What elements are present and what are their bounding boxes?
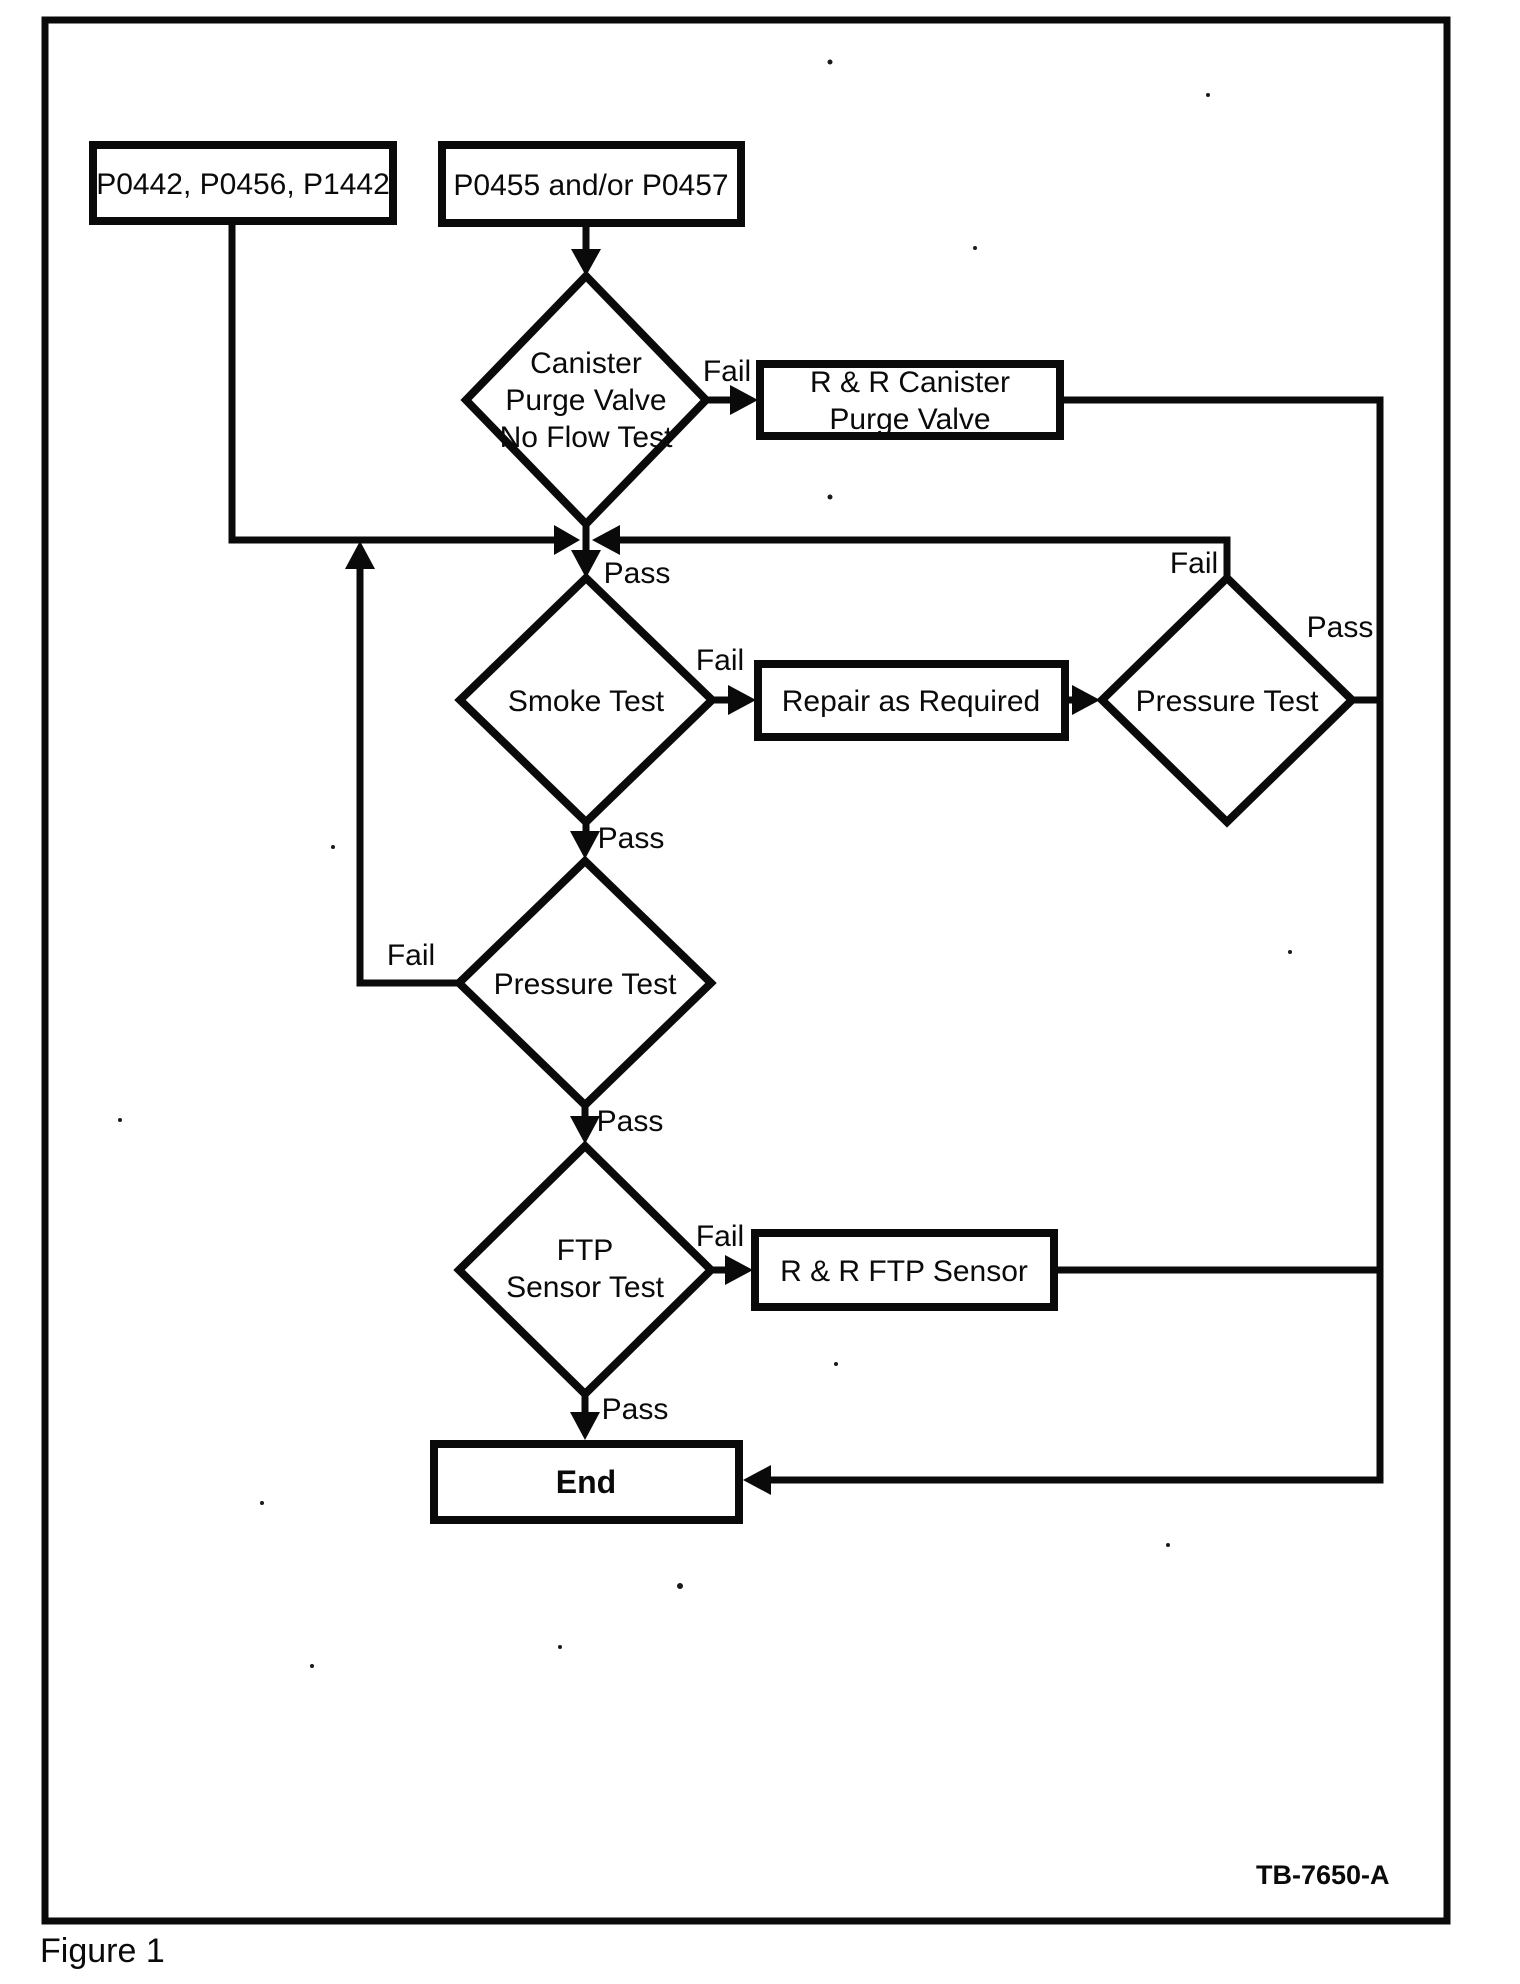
edge-label-ftp-pass: Pass (602, 1393, 669, 1426)
node-pressure-mid-label: Pressure Test (494, 968, 678, 1001)
arrowhead-junction-from-right (592, 525, 620, 555)
node-repair-label: Repair as Required (782, 685, 1040, 718)
edge-label-canister-pass: Pass (604, 557, 671, 590)
node-canister-test-label-line3: No Flow Test (500, 421, 674, 454)
arrowhead-junction-from-left (554, 525, 580, 555)
node-ftp-test-label-line2: Sensor Test (506, 1271, 665, 1304)
edge-codes-left-stem (228, 221, 554, 544)
drawing-number: TB-7650-A (1256, 1860, 1390, 1890)
arrowhead-canister-fail (730, 385, 758, 415)
node-pressure-right-diamond (1096, 572, 1358, 828)
node-smoke-test-diamond (454, 572, 718, 828)
node-codes-left-label: P0442, P0456, P1442 (96, 168, 390, 201)
arrowhead-smoke-fail (728, 685, 756, 715)
edge-label-pressure-mid-pass: Pass (597, 1105, 664, 1138)
node-rr-ftp-label: R & R FTP Sensor (780, 1255, 1028, 1288)
arrowhead-pressure-mid-fail (345, 541, 375, 569)
node-ftp-test-diamond (453, 1140, 717, 1400)
node-codes-top-label: P0455 and/or P0457 (453, 169, 728, 202)
edge-label-smoke-fail: Fail (696, 644, 744, 677)
node-smoke-test-label: Smoke Test (508, 685, 665, 718)
scan-speckles (118, 59, 1292, 1668)
arrowhead-pressure-mid-pass (570, 1116, 600, 1144)
edge-label-pressure-right-pass: Pass (1307, 611, 1374, 644)
node-rr-canister-box (756, 360, 1064, 440)
arrowhead-ftp-fail (725, 1255, 753, 1285)
edge-label-pressure-mid-fail: Fail (387, 939, 435, 972)
edge-pressure-right-fail-return (620, 536, 1231, 578)
node-codes-left-box (89, 141, 397, 225)
page-border-frame (41, 16, 1451, 1925)
node-pressure-right-label: Pressure Test (1136, 685, 1320, 718)
node-repair-box (754, 660, 1069, 741)
node-ftp-test-label-line1: FTP (557, 1234, 614, 1267)
edge-label-pressure-right-fail: Fail (1170, 547, 1218, 580)
node-end-box (430, 1440, 743, 1524)
edge-label-canister-fail: Fail (703, 355, 751, 388)
node-canister-test-label-line2: Purge Valve (505, 384, 666, 417)
figure-caption: Figure 1 (40, 1932, 165, 1970)
arrowhead-canister-pass (571, 550, 601, 578)
node-rr-ftp-box (751, 1229, 1058, 1311)
node-canister-test-diamond (460, 270, 712, 530)
arrowhead-into-end (743, 1465, 771, 1495)
edge-label-ftp-fail: Fail (696, 1220, 744, 1253)
node-canister-test-label-line1: Canister (530, 347, 642, 380)
edge-right-rail (771, 396, 1384, 1484)
node-end-label: End (556, 1464, 616, 1500)
edge-label-smoke-pass: Pass (598, 822, 665, 855)
node-pressure-mid-diamond (453, 855, 717, 1111)
node-rr-canister-label-line2: Purge Valve (829, 403, 990, 436)
edge-pressure-mid-fail-return (356, 566, 459, 987)
arrowhead-repair-to-pressure (1072, 685, 1100, 715)
arrowhead-down-canister (571, 249, 601, 276)
node-codes-top-box (438, 141, 745, 227)
arrowhead-smoke-pass (570, 831, 600, 859)
node-rr-canister-label-line1: R & R Canister (810, 366, 1010, 399)
arrowhead-ftp-pass (570, 1412, 600, 1440)
